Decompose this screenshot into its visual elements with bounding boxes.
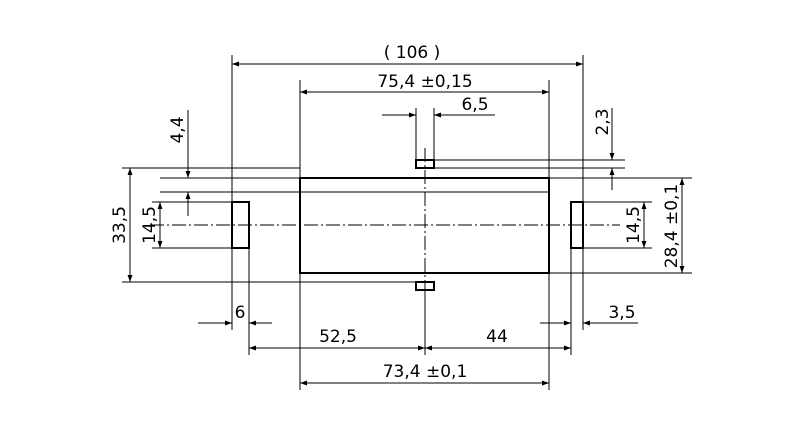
dim-overall-width: ( 106 )	[384, 43, 441, 63]
dim-bottom-width: 73,4 ±0,1	[383, 362, 468, 382]
dim-right-tab-width: 3,5	[608, 303, 635, 323]
dim-slot-width: 6,5	[461, 95, 488, 115]
dim-left-offset: 4,4	[168, 116, 188, 143]
dim-left-height: 33,5	[110, 206, 130, 244]
dim-top-width: 75,4 ±0,15	[377, 72, 472, 92]
dim-right-inner-height: 14,5	[624, 206, 644, 244]
dimension-lines	[127, 61, 685, 386]
dim-right-half: 44	[486, 327, 508, 347]
dim-right-height: 28,4 ±0,1	[662, 184, 682, 269]
dim-left-half: 52,5	[319, 327, 357, 347]
dim-left-tab-width: 6	[235, 303, 246, 323]
dim-left-inner-height: 14,5	[140, 206, 160, 244]
dim-top-offset: 2,3	[593, 108, 613, 135]
extension-lines	[122, 55, 692, 390]
